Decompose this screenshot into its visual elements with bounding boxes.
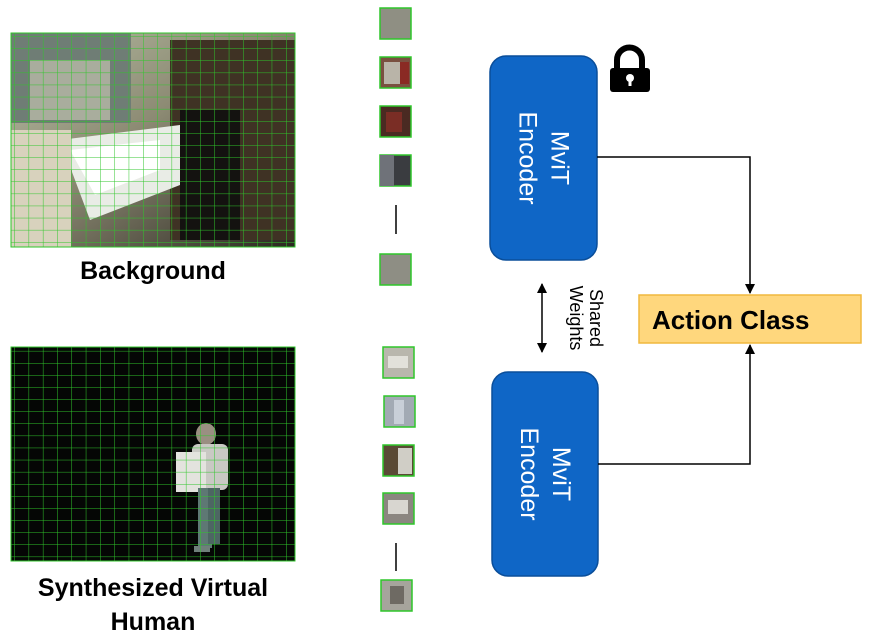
patch-token [382,346,415,379]
encoder-top: MviT Encoder [489,55,598,261]
patch-token [379,154,412,187]
background-image [10,32,296,248]
encoder-bottom-connector [598,344,755,465]
patch-token [383,395,416,428]
background-patch-column [379,7,412,286]
shared-weights-line1: Shared [586,289,606,347]
patch-token [379,253,412,286]
patch-token [382,444,415,477]
synthesized-human-label-line2: Human [111,608,196,636]
action-class-box: Action Class [638,294,862,344]
synthesized-human-label-line1: Synthesized Virtual [38,574,268,602]
shared-weights-label: Shared Weights [566,286,606,351]
patch-token [379,7,412,40]
encoder-bottom-label-line2: Encoder [515,427,543,520]
patch-token [380,579,413,612]
encoder-bottom: MviT Encoder [491,371,599,577]
encoder-top-connector [597,156,755,294]
encoder-top-label-line1: MviT [546,131,574,185]
shared-weights-line2: Weights [566,286,586,351]
patch-token [379,56,412,89]
human-patch-column [380,346,416,612]
lock-icon [610,44,650,92]
action-class-label: Action Class [652,305,810,335]
patch-token [379,105,412,138]
encoder-bottom-label-line1: MviT [547,447,575,501]
synthesized-human-image [10,346,296,562]
encoder-top-label-line2: Encoder [514,111,542,204]
patch-token [382,492,415,525]
background-label: Background [80,257,226,285]
